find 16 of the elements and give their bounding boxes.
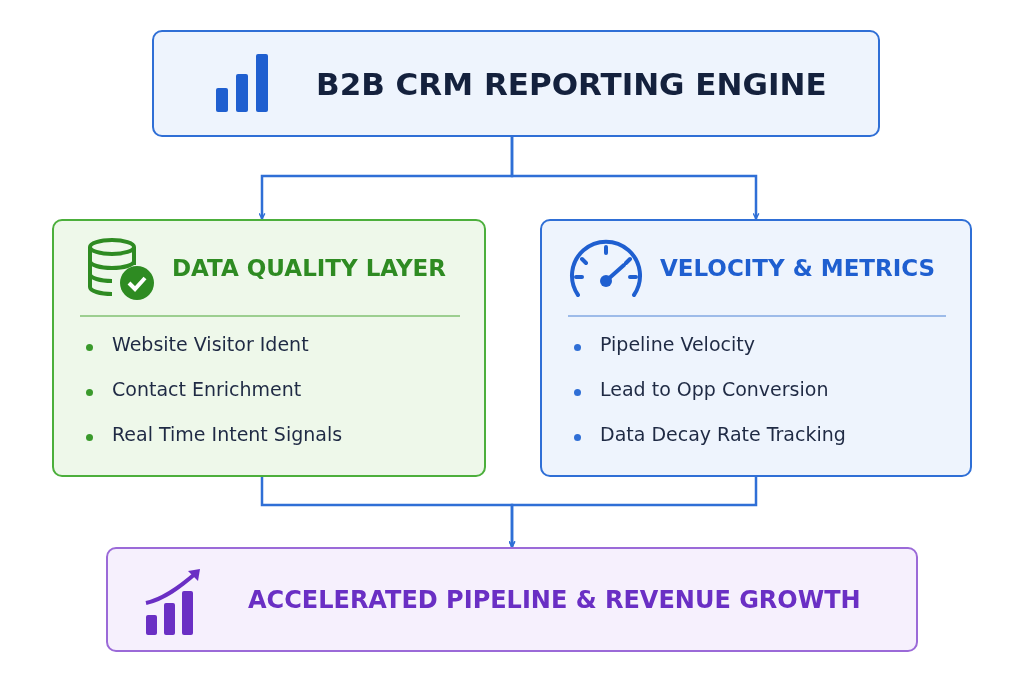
bullet-item: Contact Enrichment xyxy=(112,378,302,400)
bullet-item: Website Visitor Ident xyxy=(112,333,309,355)
bullet-item: Data Decay Rate Tracking xyxy=(600,423,846,445)
category-panel xyxy=(52,219,486,477)
header-box xyxy=(106,547,918,652)
bullet-item: Lead to Opp Conversion xyxy=(600,378,829,400)
bullet-item: Pipeline Velocity xyxy=(600,333,755,355)
bullet-item: Real Time Intent Signals xyxy=(112,423,343,445)
panel-title: ACCELERATED PIPELINE & REVENUE GROWTH xyxy=(248,584,861,616)
category-panel xyxy=(540,219,972,477)
panel-title: B2B CRM REPORTING ENGINE xyxy=(316,64,827,104)
panel-title: DATA QUALITY LAYER xyxy=(172,255,447,281)
connector-arrow xyxy=(510,137,760,220)
panel-title: VELOCITY & METRICS xyxy=(660,255,936,281)
header-box xyxy=(152,30,880,137)
connector-arrow xyxy=(508,477,758,548)
